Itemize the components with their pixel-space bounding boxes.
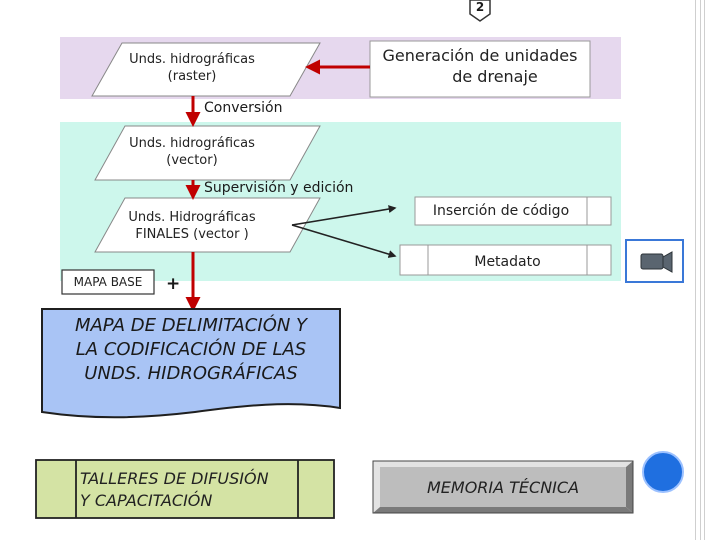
arrow-final-to-metadata: [291, 224, 397, 258]
workshops-label: TALLERES DE DIFUSIÓN Y CAPACITACIÓN: [80, 469, 269, 510]
pentagon-badge-icon: [469, 0, 491, 22]
report-box-bevel-dark: [373, 507, 633, 513]
final-units-label: Unds. Hidrográficas FINALES (vector ): [128, 210, 256, 242]
code-insertion-label: Inserción de código: [432, 203, 570, 219]
plus-sign: +: [166, 274, 181, 294]
circle-nav-icon[interactable]: [642, 451, 684, 493]
base-map-box: [61, 269, 155, 295]
raster-units-shape: [91, 42, 321, 97]
slide-border-line: [695, 0, 696, 540]
arrow-final-to-code: [291, 205, 397, 226]
raster-units-label: Unds. hidrográficas (raster): [129, 52, 255, 84]
code-insertion-box: [414, 196, 612, 226]
delimitation-map-label: MAPA DE DELIMITACIÓN Y LA CODIFICACIÓN D…: [74, 315, 308, 384]
generation-box: [369, 40, 591, 98]
report-box-bevel-light: [373, 461, 380, 513]
report-box: [380, 467, 626, 507]
conversion-label: Conversión: [204, 100, 283, 116]
workshops-box: [35, 459, 335, 519]
report-box-bevel-dark: [626, 461, 633, 513]
slide-number: 2: [475, 0, 485, 14]
vector-units-shape: [94, 125, 321, 181]
video-camera-icon[interactable]: [625, 239, 684, 283]
metadata-box: [399, 244, 612, 276]
vector-units-label: Unds. hidrográficas (vector): [129, 136, 255, 168]
slide-border-line: [704, 0, 705, 540]
report-box-outline: [372, 460, 634, 514]
final-units-shape: [94, 197, 321, 253]
report-box-bevel-light: [373, 461, 633, 467]
supervision-label: Supervisión y edición: [204, 180, 354, 196]
delimitation-map-shape: [41, 308, 341, 419]
slide-border-line: [700, 0, 701, 540]
report-label: MEMORIA TÉCNICA: [426, 477, 580, 497]
base-map-label: MAPA BASE: [73, 275, 143, 289]
metadata-label: Metadato: [474, 254, 541, 270]
generation-label: Generación de unidades de drenaje: [382, 46, 578, 86]
